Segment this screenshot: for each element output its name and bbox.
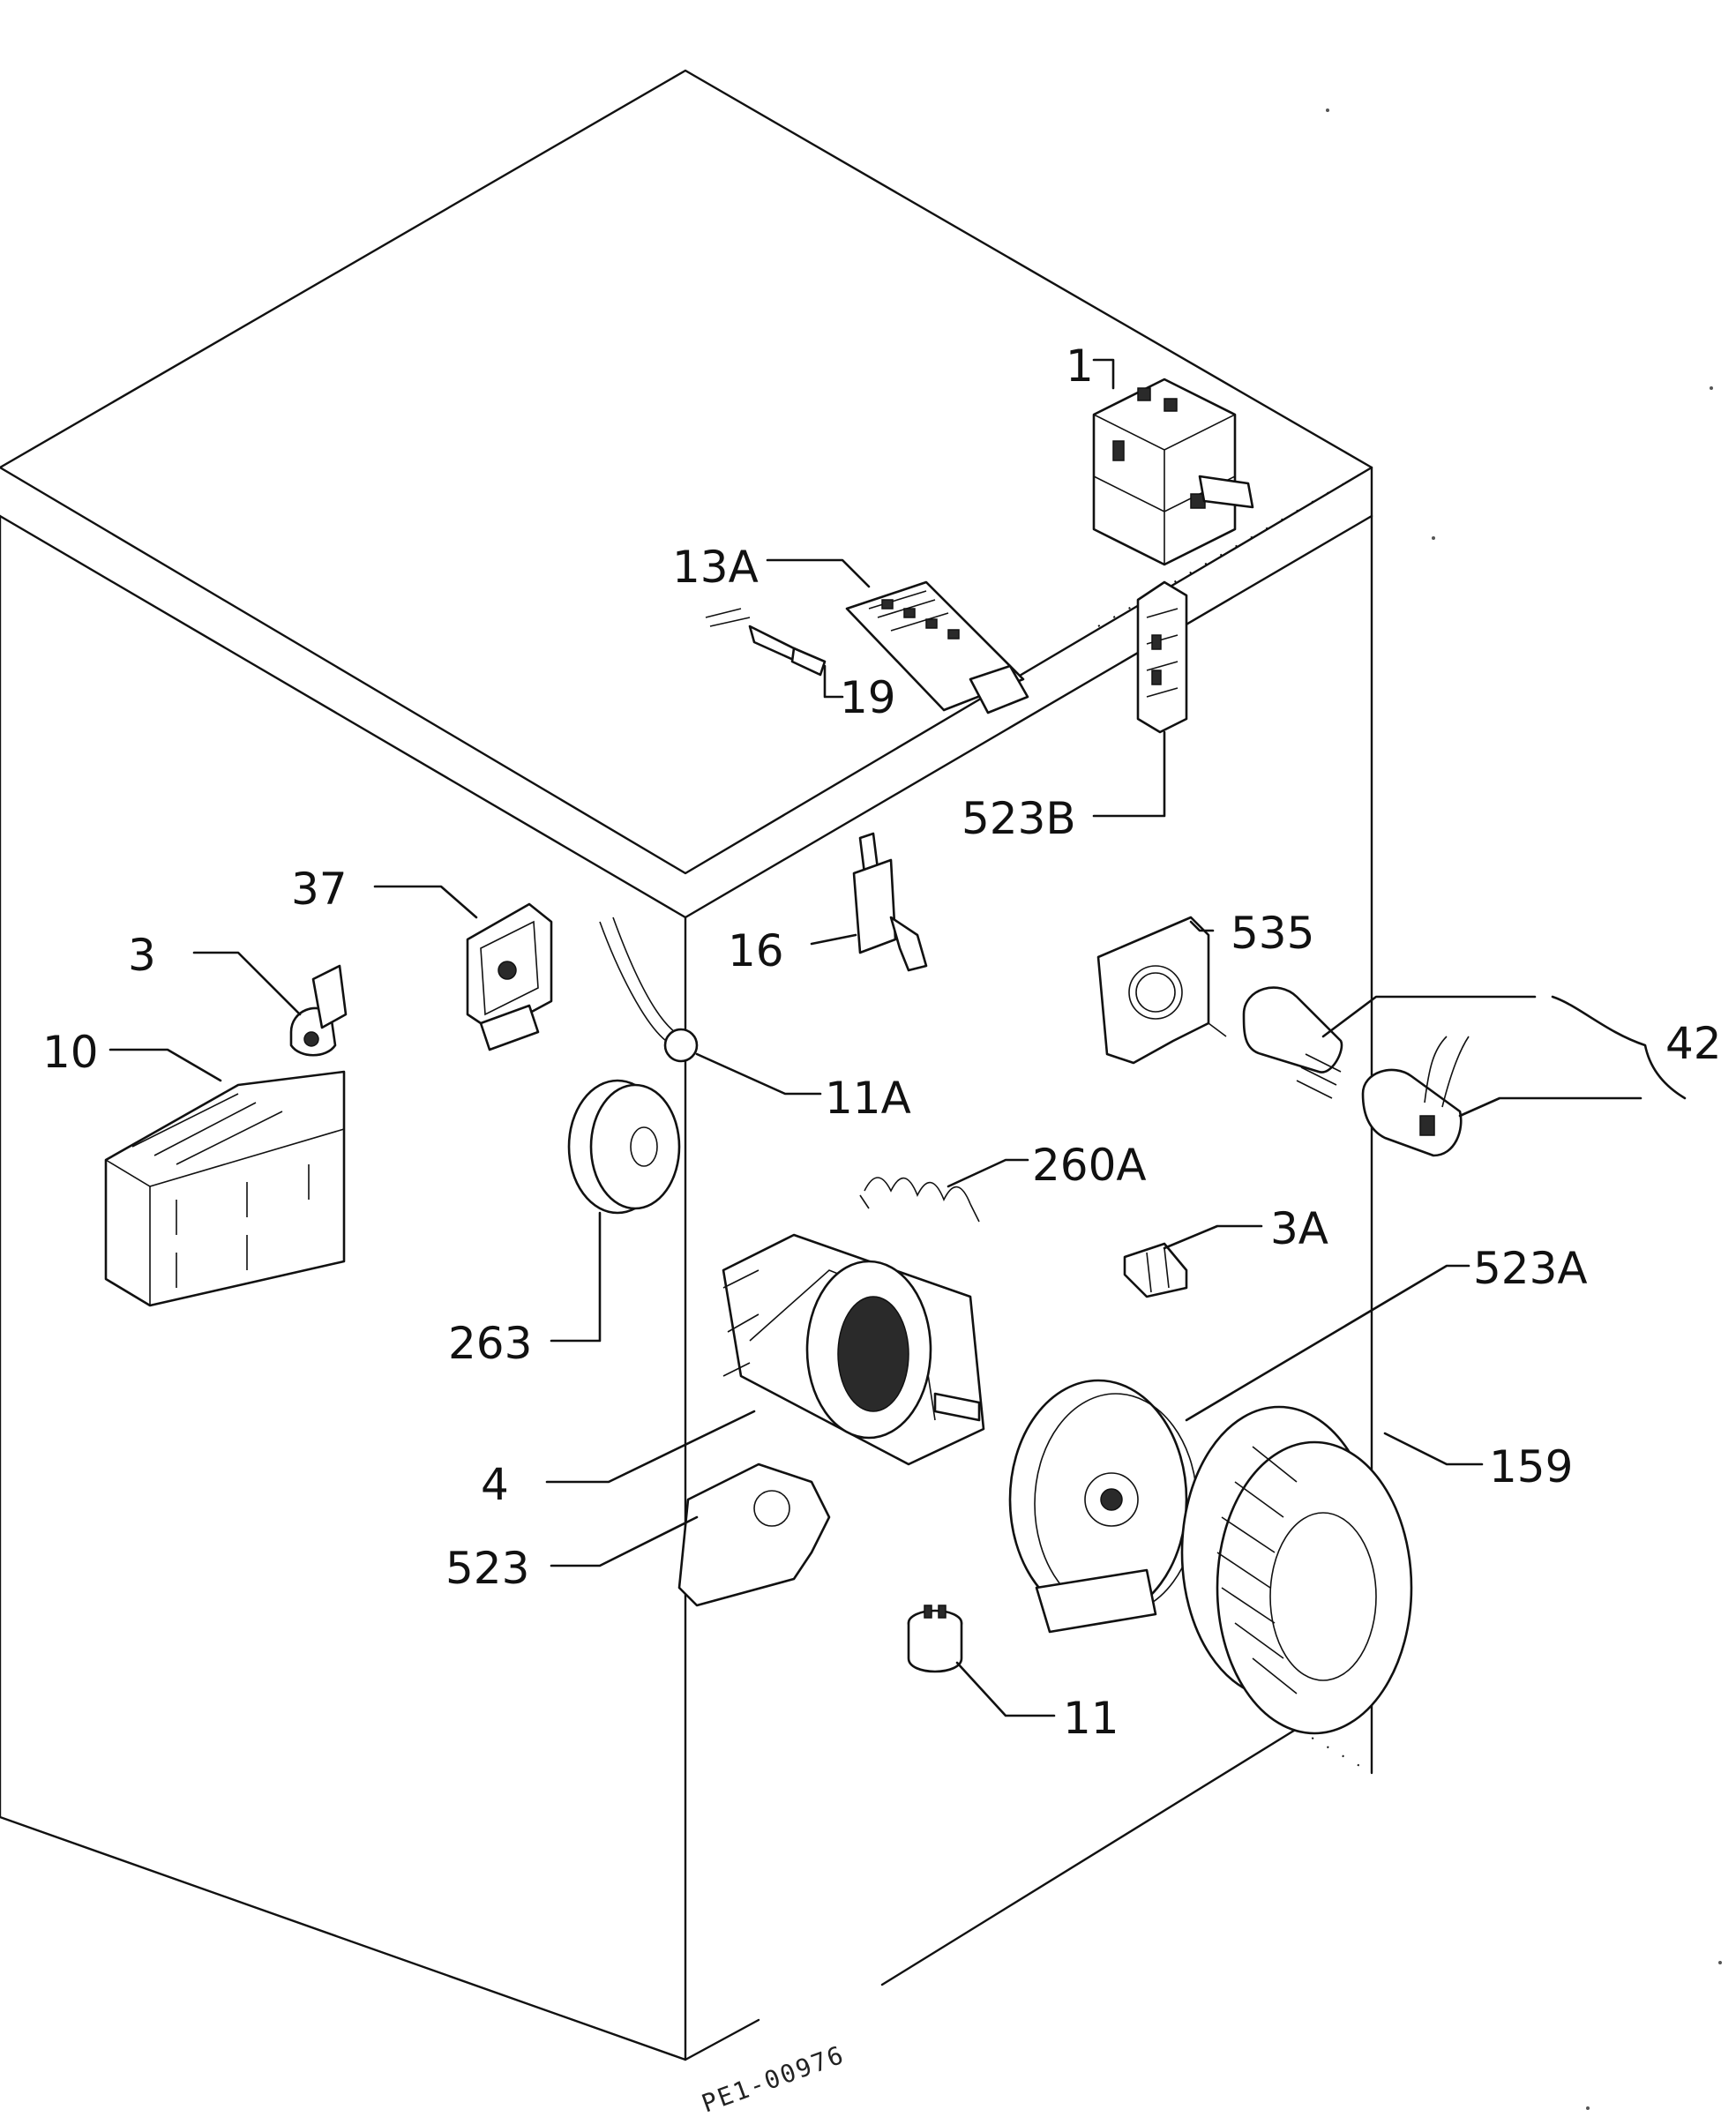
callout-labels: 1 13A 19 523B 37 16 535 3 42 10 11A 260A… <box>42 340 1722 1744</box>
leader-42-lower <box>1458 1096 1642 1118</box>
leader-11a <box>695 1052 822 1096</box>
motor-bracket-part-523 <box>677 1462 831 1607</box>
callout-523b: 523B <box>962 793 1076 844</box>
bracket-part-523b <box>1136 580 1188 734</box>
selector-switch-part-1 <box>1092 378 1254 566</box>
callout-42: 42 <box>1665 1018 1722 1069</box>
callout-523: 523 <box>445 1543 529 1594</box>
callout-11: 11 <box>1063 1693 1119 1744</box>
callout-4: 4 <box>481 1459 509 1510</box>
leader-37 <box>373 885 478 919</box>
sensor-probe-part-19 <box>705 608 827 677</box>
terminal-block-part-13a <box>845 580 1029 714</box>
cam-part-3 <box>289 964 348 1057</box>
callout-523a: 523A <box>1473 1243 1588 1294</box>
cabinet-bottom-right-edge <box>880 1727 1298 1986</box>
leader-260a <box>947 1158 1029 1188</box>
lamp-holder-part-535 <box>1096 916 1227 1065</box>
leader-42-brace <box>1551 995 1687 1100</box>
leader-523a <box>1185 1264 1470 1422</box>
cabinet-bottom-left-edge <box>684 2018 760 2061</box>
leader-263 <box>550 1211 602 1343</box>
callout-535: 535 <box>1231 908 1314 959</box>
scan-specks <box>1326 108 1722 2110</box>
leader-10 <box>108 1048 222 1082</box>
callout-3a: 3A <box>1270 1203 1328 1254</box>
leader-lines <box>108 358 1687 1717</box>
callout-13a: 13A <box>672 542 759 593</box>
motor-part-4 <box>722 1233 985 1466</box>
callout-159: 159 <box>1489 1441 1573 1492</box>
leader-3 <box>192 951 302 1016</box>
callout-3: 3 <box>128 930 156 981</box>
leader-1 <box>1092 358 1115 390</box>
leader-13a <box>766 558 871 588</box>
suppressor-part-11a <box>599 916 699 1063</box>
blower-wheel-part-159 <box>1180 1405 1413 1735</box>
door-switch-part-37 <box>466 902 553 1051</box>
leader-535 <box>1189 920 1215 932</box>
leader-42-upper <box>1321 995 1537 1038</box>
cabinet-hidden-bottom <box>1296 1728 1373 1774</box>
callout-19: 19 <box>840 672 896 723</box>
capacitor-part-11 <box>907 1605 963 1673</box>
leader-3a <box>1163 1224 1263 1250</box>
callout-16: 16 <box>728 925 784 976</box>
leader-19 <box>823 664 844 699</box>
fitting-part-3a <box>1123 1242 1188 1298</box>
filter-box-part-10 <box>104 1070 346 1307</box>
leader-159 <box>1383 1432 1484 1466</box>
pulley-part-263 <box>567 1079 681 1215</box>
thermostat-part-16 <box>852 832 928 972</box>
leader-523b <box>1092 730 1166 818</box>
spring-part-260a <box>859 1177 980 1223</box>
leader-523 <box>550 1515 699 1567</box>
reference-code: PE1-00976 <box>698 2040 849 2117</box>
leader-16 <box>810 933 857 946</box>
leader-11 <box>955 1661 1056 1717</box>
lamp-assembly-part-42 <box>1242 986 1470 1157</box>
callout-10: 10 <box>42 1027 99 1078</box>
callout-11a: 11A <box>825 1073 911 1124</box>
cabinet-outline <box>0 69 1373 2061</box>
callout-37: 37 <box>291 864 348 915</box>
fan-housing-part-523a <box>1008 1379 1198 1634</box>
callout-260a: 260A <box>1032 1140 1147 1191</box>
cabinet-left-face-edge <box>0 514 687 2061</box>
leader-4 <box>545 1410 756 1484</box>
callout-1: 1 <box>1066 340 1094 392</box>
callout-263: 263 <box>448 1318 532 1369</box>
